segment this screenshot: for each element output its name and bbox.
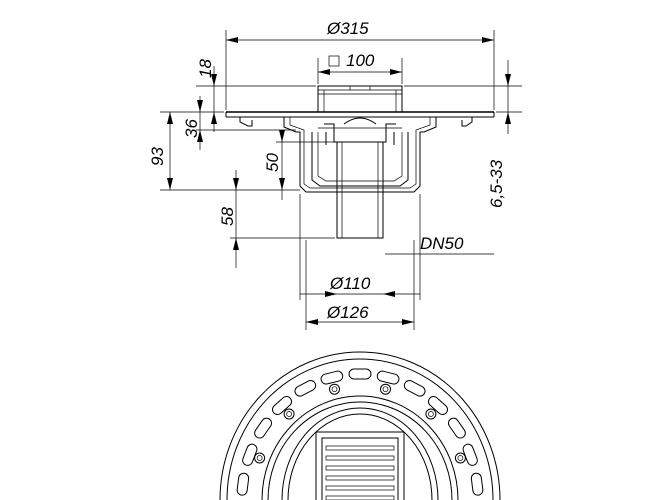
dim-adjust-range: 6,5-33 <box>487 159 506 208</box>
dim-outer-diameter: Ø126 <box>326 303 369 322</box>
flange-slot <box>271 396 293 415</box>
grate <box>317 85 403 113</box>
screw-hole <box>254 452 266 464</box>
side-section-view: Ø315 100 18 36 93 50 58 6,5-33 DN50 Ø110… <box>148 19 522 330</box>
dim-height-18: 18 <box>196 59 215 78</box>
flange-slot <box>470 472 484 496</box>
flange-slots <box>236 368 484 496</box>
dim-flange-diameter: Ø315 <box>326 19 369 38</box>
dim-height-50: 50 <box>263 153 282 172</box>
flange-slot <box>376 370 400 385</box>
dim-height-93: 93 <box>148 147 167 166</box>
screw-hole-inner <box>457 455 464 461</box>
flange-slot <box>320 370 344 385</box>
screw-hole <box>425 408 437 420</box>
screw-hole-inner <box>256 455 263 461</box>
flange-plate <box>225 111 495 127</box>
dim-body-diameter: Ø110 <box>329 274 371 293</box>
screw-hole-inner <box>428 411 434 417</box>
screw-hole <box>380 383 391 395</box>
extension-lines <box>160 30 522 330</box>
flange-slot <box>427 396 449 415</box>
top-plan-view <box>219 351 501 500</box>
screw-hole <box>283 408 295 420</box>
screw-hole-inner <box>331 386 338 393</box>
grate-square <box>315 431 405 500</box>
screw-hole <box>329 383 340 395</box>
screw-hole-inner <box>382 386 389 393</box>
dimension-lines <box>167 37 511 325</box>
outlet-pipe <box>336 141 384 239</box>
screw-hole-inner <box>286 411 292 417</box>
drain-body <box>283 117 437 193</box>
flange-slot <box>294 380 317 397</box>
dim-grate-size: 100 <box>346 51 375 70</box>
flange-slot <box>254 417 273 439</box>
dimension-labels: Ø315 100 18 36 93 50 58 6,5-33 DN50 Ø110… <box>148 19 506 322</box>
dim-height-36: 36 <box>182 119 201 138</box>
square-symbol <box>328 55 340 67</box>
dim-pipe: DN50 <box>420 234 464 253</box>
flange-slot <box>447 417 466 439</box>
flange-slot <box>348 368 372 380</box>
dim-height-58: 58 <box>218 207 237 226</box>
flange-slot <box>236 472 250 496</box>
screw-hole <box>454 452 466 464</box>
flange-slot <box>403 380 426 397</box>
